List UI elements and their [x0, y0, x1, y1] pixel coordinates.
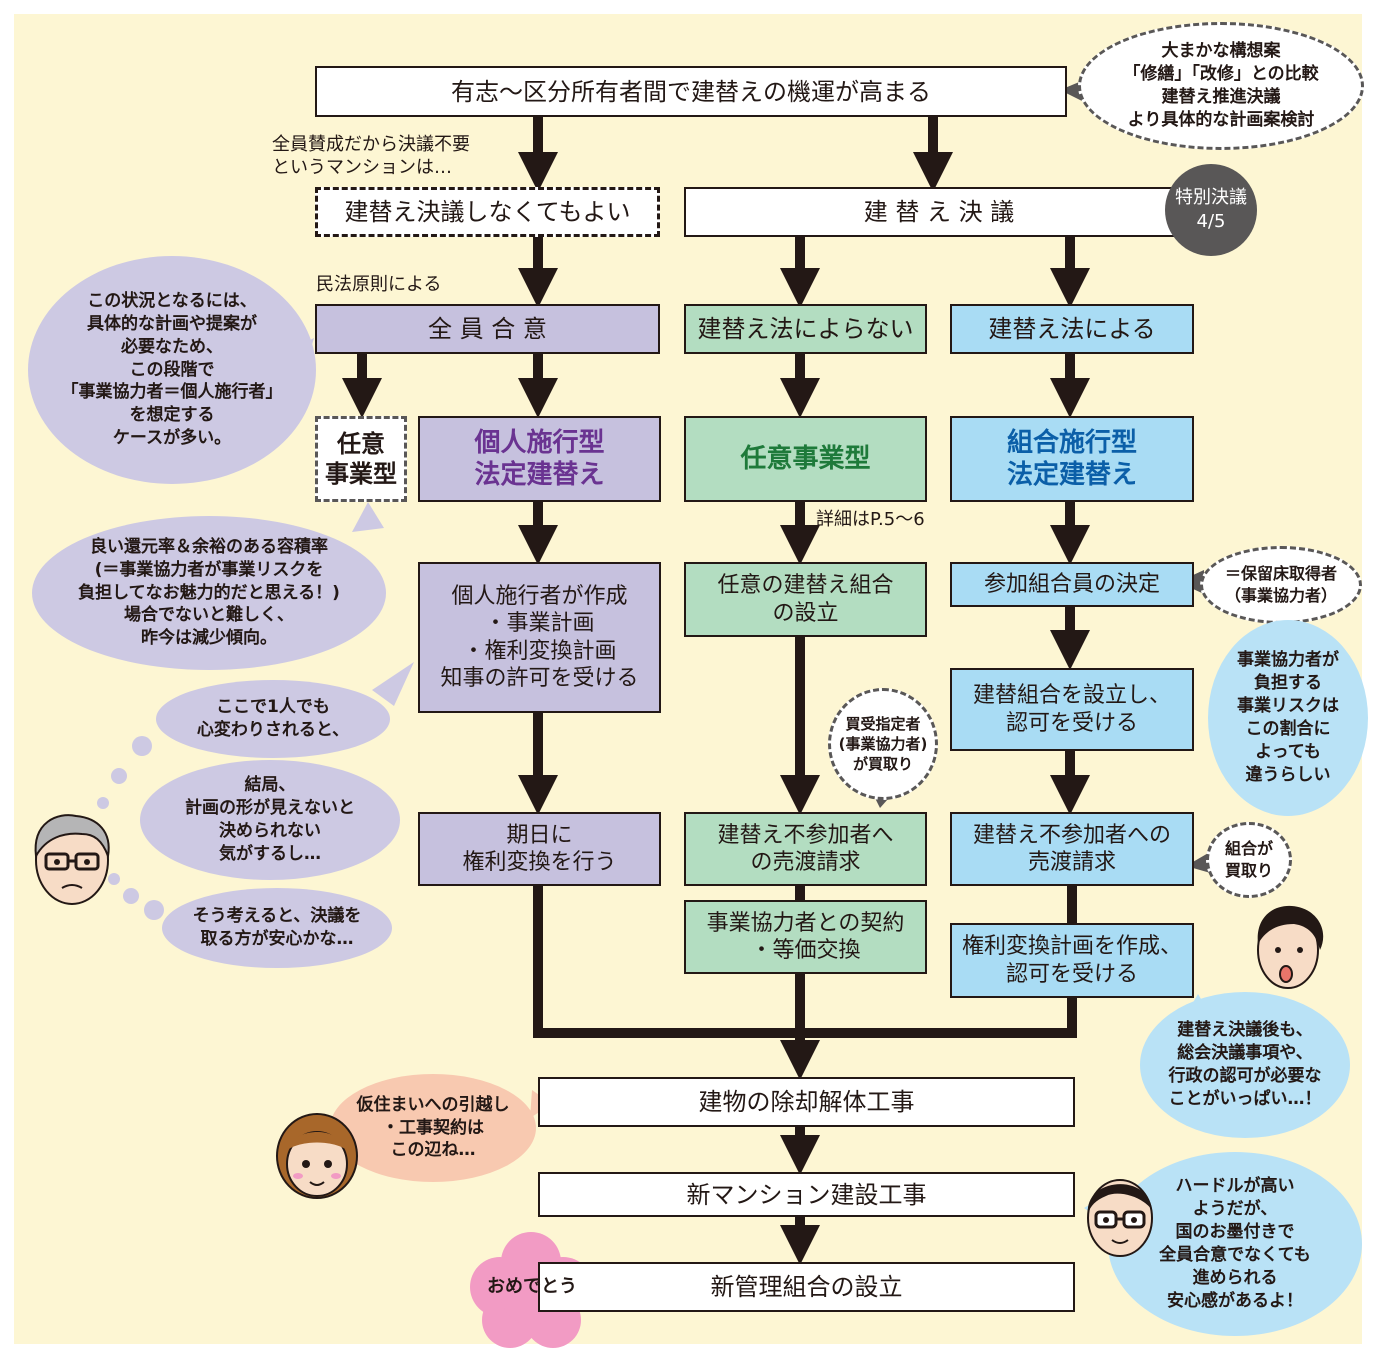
association-buy-bubble: 組合が 買取り	[1206, 822, 1292, 898]
association-step2-box: 建替組合を設立し、 認可を受ける	[950, 668, 1194, 751]
top-right-bubble: 大まかな構想案 「修繕」「改修」との比較 建替え推進決議 より具体的な計画案検討	[1078, 22, 1364, 150]
voluntary-step2-box: 建替え不参加者へ の売渡請求	[684, 812, 927, 886]
risk-bubble: 事業協力者が 負担する 事業リスクは この割合に よっても 違うらしい	[1208, 620, 1368, 816]
association-step4-box: 権利変換計画を作成、 認可を受ける	[950, 923, 1194, 998]
details-note: 詳細はP.5〜6	[816, 509, 925, 530]
no-resolution-box: 建替え決議しなくてもよい	[315, 187, 660, 237]
thought-bubble-3: そう考えると、決議を 取る方が安心かな…	[162, 888, 392, 968]
reserved-floor-bubble: ＝保留床取得者 （事業協力者）	[1200, 546, 1362, 624]
left-top-bubble: この状況となるには、 具体的な計画や提案が 必要なため、 この段階で 「事業協力…	[28, 256, 316, 484]
individual-type-box: 個人施行型 法定建替え	[418, 416, 661, 502]
surprised-man-icon	[1257, 905, 1324, 989]
left-mid-bubble: 良い還元率＆余裕のある容積率 (＝事業協力者が事業リスクを 負担してなお魅力的だ…	[32, 516, 386, 670]
resolution-box: 建 替 え 決 議	[684, 187, 1194, 237]
woman-face-icon	[276, 1113, 358, 1199]
voluntary-type-box: 任意事業型	[684, 416, 927, 502]
thought-bubble-1: ここで1人でも 心変わりされると、	[156, 680, 390, 758]
congrats-label: おめでとう	[487, 1275, 577, 1297]
special-resolution-badge: 特別決議 4/5	[1165, 164, 1257, 256]
voluntary-small-box: 任意 事業型	[315, 416, 407, 502]
voluntary-step3-box: 事業協力者との契約 ・等価交換	[684, 900, 927, 974]
glasses-man-icon	[1087, 1179, 1153, 1257]
no-resolution-note: 全員賛成だから決議不要 というマンションは…	[272, 134, 470, 179]
demolition-box: 建物の除却解体工事	[538, 1077, 1075, 1127]
association-type-box: 組合施行型 法定建替え	[950, 416, 1194, 502]
buyer-bubble: 買受指定者 (事業協力者) が買取り	[828, 688, 938, 800]
voluntary-step1-box: 任意の建替え組合 の設立	[684, 562, 927, 637]
association-step3-box: 建替え不参加者への 売渡請求	[950, 812, 1194, 886]
thought-bubble-2: 結局、 計画の形が見えないと 決められない 気がするし…	[140, 760, 400, 880]
not-by-law-box: 建替え法によらない	[684, 304, 927, 354]
worried-man-icon	[34, 814, 110, 905]
association-step1-box: 参加組合員の決定	[950, 562, 1194, 607]
individual-step-box: 個人施行者が作成 ・事業計画 ・権利変換計画 知事の許可を受ける	[418, 562, 661, 713]
after-resolution-bubble: 建替え決議後も、 総会決議事項や、 行政の認可が必要な ことがいっぱい…！	[1140, 992, 1350, 1138]
moving-bubble: 仮住まいへの引越し ・工事契約は この辺ね…	[330, 1074, 536, 1182]
new-association-box: 新管理組合の設立	[538, 1262, 1075, 1312]
individual-step2-box: 期日に 権利変換を行う	[418, 812, 661, 886]
unanimous-box: 全 員 合 意	[315, 304, 660, 354]
civil-law-note: 民法原則による	[316, 274, 442, 295]
construction-box: 新マンション建設工事	[538, 1172, 1075, 1217]
top-box: 有志〜区分所有者間で建替えの機運が高まる	[315, 66, 1067, 117]
by-law-box: 建替え法による	[950, 304, 1194, 354]
hurdle-bubble: ハードルが高い ようだが、 国のお墨付きで 全員合意でなくても 進められる 安心…	[1108, 1152, 1362, 1336]
